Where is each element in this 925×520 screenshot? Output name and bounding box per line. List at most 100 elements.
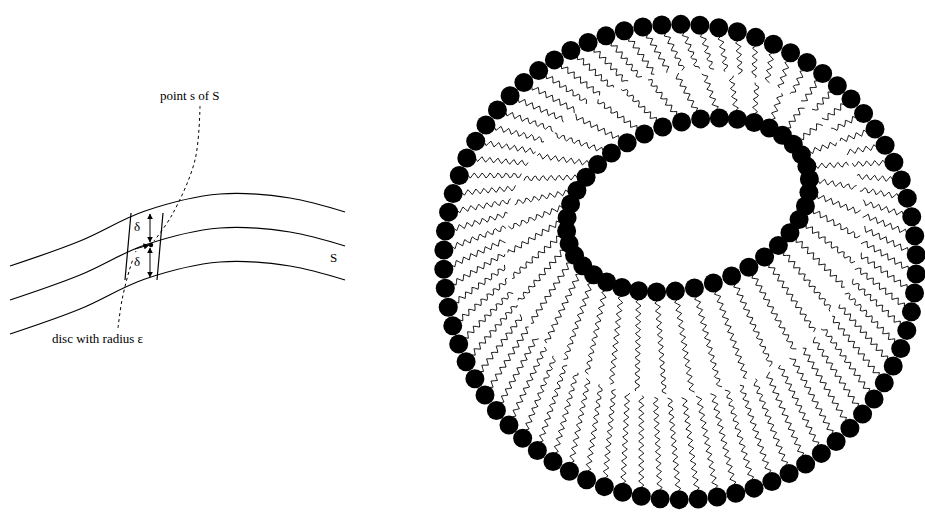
lipid-tail — [790, 71, 803, 94]
lipid-head — [876, 136, 895, 155]
lipid-head — [827, 432, 846, 451]
lipid-head — [728, 110, 747, 129]
lipid-tail — [668, 398, 681, 491]
lipid-tail — [810, 142, 837, 153]
lipid-head — [457, 352, 476, 371]
lipid-head — [690, 16, 709, 35]
lipid-head — [691, 109, 710, 128]
lipid-head — [798, 53, 817, 72]
lipid-head — [780, 464, 799, 483]
lipid-tail — [646, 35, 669, 73]
lipid-tail — [863, 214, 907, 232]
lipid-tail — [766, 372, 803, 456]
lipid-head — [764, 35, 783, 54]
point-dot — [149, 243, 153, 247]
lipid-head — [762, 472, 781, 491]
lipid-tail — [845, 293, 895, 342]
lipid-head — [792, 145, 811, 164]
lipid-head — [884, 153, 903, 172]
lipid-tail — [531, 263, 570, 323]
lipid-tail — [564, 283, 592, 359]
lipid-head — [579, 33, 598, 52]
lipid-head — [840, 419, 859, 438]
lipid-tail — [453, 254, 505, 285]
lipid-head — [828, 76, 847, 95]
lipid-tail — [577, 57, 613, 88]
offset-curve — [10, 261, 345, 334]
lipid-head — [647, 283, 666, 302]
lipid-head — [755, 247, 774, 266]
lipid-tail — [812, 92, 831, 110]
lipid-head — [907, 245, 925, 264]
lipid-tail — [718, 37, 728, 72]
lipid-head — [465, 369, 484, 388]
lipid-tail — [789, 358, 833, 433]
lipid-tail — [512, 236, 560, 279]
lipid-tail — [860, 188, 899, 198]
lipid-tail — [524, 175, 577, 181]
lipid-head — [444, 184, 463, 203]
lipid-tail — [734, 284, 772, 367]
lipid-head — [708, 487, 727, 506]
disc-edge — [125, 213, 131, 280]
lipid-tail — [857, 174, 892, 181]
lipid-head — [898, 189, 917, 208]
lipid-head — [842, 90, 861, 109]
lipid-tail — [783, 252, 830, 311]
lipid-head — [577, 470, 596, 489]
lipid-tail — [865, 226, 908, 251]
lipid-tail — [861, 241, 908, 269]
lipid-tail — [822, 104, 844, 120]
surface-band — [10, 106, 345, 334]
lipid-head — [907, 264, 925, 283]
lipid-tail — [800, 124, 822, 140]
lipid-tail — [675, 300, 695, 392]
disc-edge — [157, 213, 163, 280]
lipid-tail — [655, 301, 666, 394]
lipid-head — [728, 22, 747, 41]
lipid-head — [746, 28, 765, 47]
lipid-tail — [682, 398, 700, 490]
lipid-tail — [863, 200, 903, 215]
lipid-head — [709, 18, 728, 37]
lipid-head — [745, 479, 764, 498]
lipid-head — [672, 112, 691, 131]
lipid-head — [726, 484, 745, 503]
lipid-tail — [465, 292, 513, 338]
lipid-tail — [821, 329, 870, 392]
lipid-tail — [518, 99, 563, 122]
lipid-tail — [570, 379, 590, 463]
lipid-head — [436, 279, 455, 298]
lipid-tail — [788, 108, 805, 128]
lipid-tail — [513, 347, 547, 417]
lipid-tail — [457, 199, 510, 213]
delta-label: δ — [133, 219, 141, 234]
lipid-head — [439, 298, 458, 317]
lipid-head — [615, 21, 634, 40]
lipid-tail — [778, 365, 819, 445]
lipid-tail — [729, 76, 738, 111]
lipid-head — [905, 226, 924, 245]
lipid-head — [875, 373, 894, 392]
lipid-head — [529, 61, 548, 80]
lipid-head — [436, 222, 455, 241]
lipid-head — [781, 43, 800, 62]
lipid-torus — [434, 15, 925, 509]
lipid-tail — [462, 186, 515, 196]
lipid-tail — [664, 33, 684, 70]
lipid-head — [450, 166, 469, 185]
lipid-head — [685, 279, 704, 298]
lipid-head — [652, 15, 671, 34]
lipid-head — [897, 321, 916, 340]
lipid-tail — [526, 356, 556, 430]
delta-arrow — [150, 248, 151, 277]
lipid-tail — [635, 300, 641, 391]
leader-line — [154, 106, 200, 241]
lipid-tail — [540, 366, 568, 442]
lipid-tail — [817, 195, 860, 213]
lipid-tail — [508, 206, 562, 229]
lipid-head — [666, 282, 685, 301]
lipid-head — [884, 357, 903, 376]
lipid-tail — [609, 296, 622, 384]
lipid-tail — [769, 264, 816, 331]
